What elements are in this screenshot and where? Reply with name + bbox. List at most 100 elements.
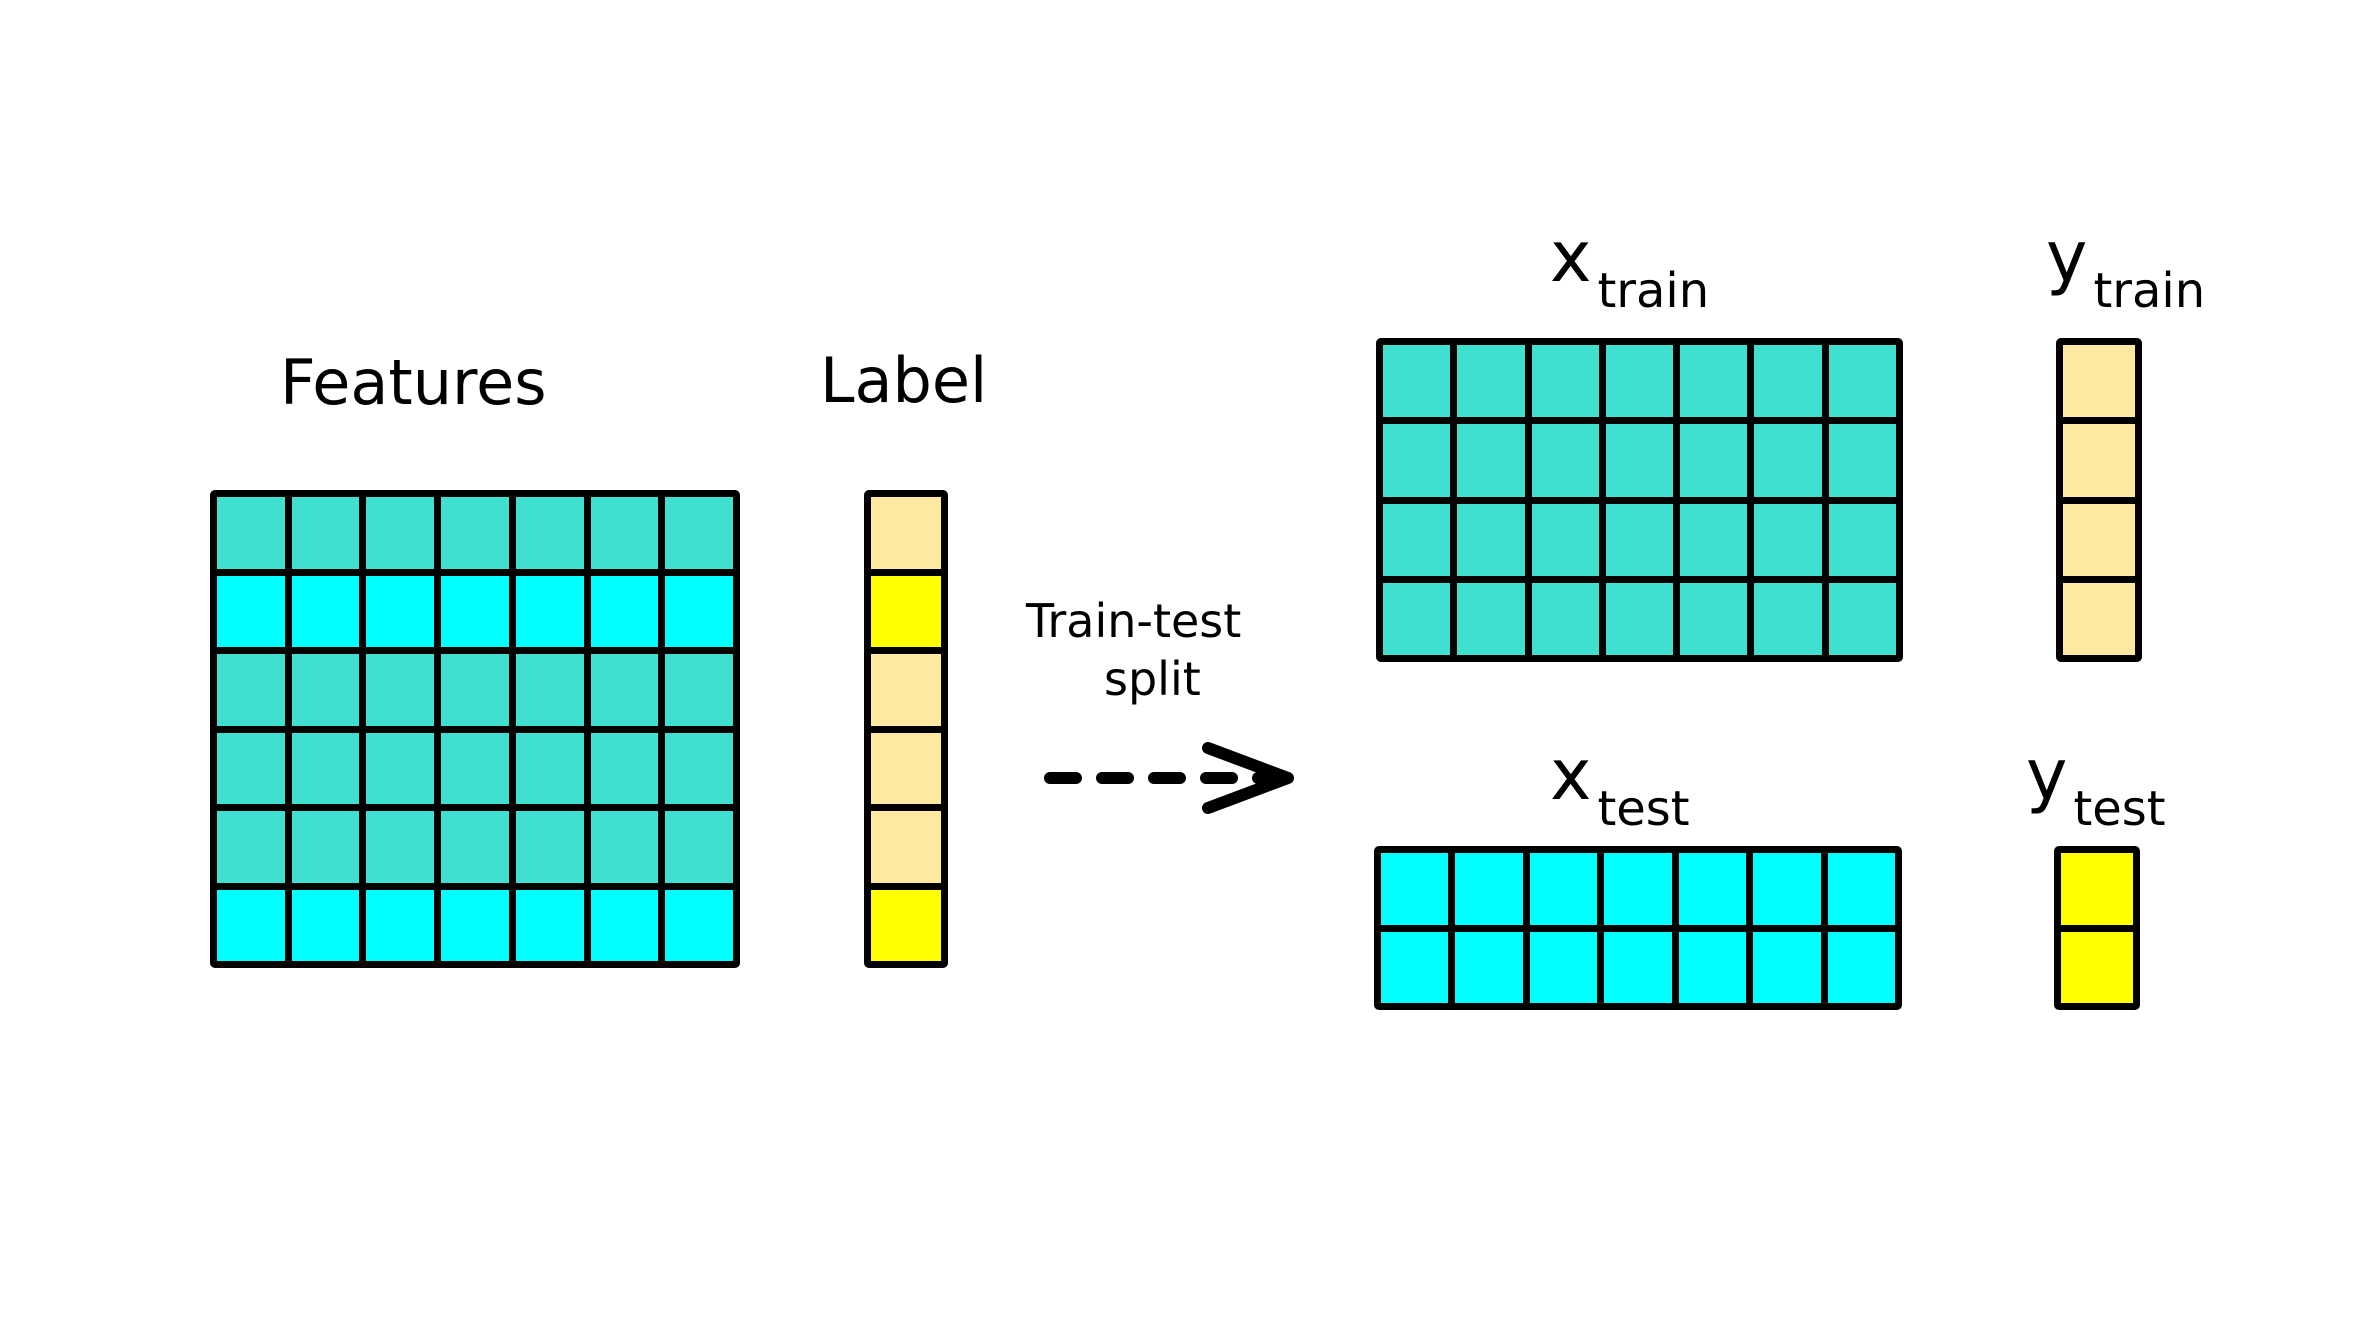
features-cell — [590, 811, 659, 883]
features-cell — [217, 575, 285, 647]
features-cell — [366, 732, 435, 804]
x-train-cell — [1680, 424, 1748, 497]
x-test-cell — [1753, 853, 1821, 925]
y-test-cell — [2061, 931, 2133, 1003]
features-cell — [291, 889, 360, 961]
x-train-cell — [1605, 503, 1674, 576]
x-train-cell — [1754, 503, 1822, 576]
features-cell — [217, 889, 285, 961]
arrow-caption-line2: split — [1104, 652, 1201, 706]
label-column — [864, 490, 948, 968]
x-test-cell — [1529, 931, 1598, 1003]
features-cell — [217, 654, 285, 726]
features-cell — [590, 654, 659, 726]
features-cell — [291, 654, 360, 726]
features-cell — [665, 497, 733, 569]
x-train-cell — [1383, 345, 1451, 418]
x-test-subscript: test — [1597, 781, 1690, 837]
features-cell — [665, 575, 733, 647]
x-train-cell — [1754, 582, 1822, 655]
x-train-cell — [1605, 345, 1674, 418]
x-train-cell — [1531, 345, 1599, 418]
label-cell — [871, 732, 941, 804]
y-train-cell — [2063, 582, 2135, 655]
features-cell — [590, 889, 659, 961]
label-cell — [871, 811, 941, 883]
x-train-cell — [1383, 503, 1451, 576]
y-test-subscript: test — [2073, 781, 2166, 837]
x-train-cell — [1457, 503, 1525, 576]
x-test-cell — [1753, 931, 1821, 1003]
features-cell — [366, 811, 435, 883]
features-cell — [515, 654, 584, 726]
features-cell — [217, 811, 285, 883]
features-cell — [441, 811, 509, 883]
arrow-caption-line1: Train-test — [1026, 594, 1242, 648]
features-cell — [515, 575, 584, 647]
x-train-cell — [1828, 424, 1896, 497]
features-cell — [590, 575, 659, 647]
x-train-subscript: train — [1597, 263, 1710, 319]
x-test-cell — [1678, 931, 1747, 1003]
features-title: Features — [280, 346, 547, 419]
y-train-subscript: train — [2093, 263, 2206, 319]
x-test-cell — [1455, 931, 1523, 1003]
x-train-cell — [1828, 345, 1896, 418]
x-test-cell — [1827, 931, 1895, 1003]
features-cell — [590, 732, 659, 804]
x-train-cell — [1680, 582, 1748, 655]
features-cell — [515, 497, 584, 569]
x-train-cell — [1828, 503, 1896, 576]
features-cell — [366, 497, 435, 569]
features-cell — [441, 497, 509, 569]
x-train-cell — [1457, 424, 1525, 497]
x-train-symbol: x — [1550, 216, 1592, 298]
x-test-cell — [1604, 853, 1672, 925]
x-test-cell — [1604, 931, 1672, 1003]
x-test-cell — [1827, 853, 1895, 925]
x-train-cell — [1531, 503, 1599, 576]
features-cell — [291, 811, 360, 883]
x-test-cell — [1529, 853, 1598, 925]
x-test-matrix — [1374, 846, 1902, 1010]
x-train-matrix — [1376, 338, 1903, 662]
y-train-column — [2056, 338, 2142, 662]
features-cell — [441, 889, 509, 961]
y-train-cell — [2063, 345, 2135, 418]
features-cell — [217, 732, 285, 804]
x-test-cell — [1381, 853, 1449, 925]
features-cell — [366, 654, 435, 726]
label-cell — [871, 575, 941, 647]
x-test-cell — [1455, 853, 1523, 925]
label-cell — [871, 889, 941, 961]
x-train-cell — [1457, 582, 1525, 655]
x-test-cell — [1381, 931, 1449, 1003]
x-train-cell — [1754, 345, 1822, 418]
y-train-symbol: y — [2046, 216, 2088, 298]
y-train-cell — [2063, 424, 2135, 497]
x-train-cell — [1457, 345, 1525, 418]
features-cell — [590, 497, 659, 569]
y-test-column — [2054, 846, 2140, 1010]
y-test-cell — [2061, 853, 2133, 925]
features-cell — [441, 732, 509, 804]
x-train-cell — [1383, 424, 1451, 497]
features-cell — [366, 575, 435, 647]
features-cell — [366, 889, 435, 961]
features-cell — [665, 889, 733, 961]
label-title: Label — [820, 344, 988, 417]
x-train-cell — [1531, 424, 1599, 497]
features-cell — [515, 811, 584, 883]
label-cell — [871, 497, 941, 569]
features-cell — [441, 654, 509, 726]
x-test-cell — [1678, 853, 1747, 925]
features-cell — [665, 811, 733, 883]
features-cell — [515, 889, 584, 961]
x-train-cell — [1531, 582, 1599, 655]
